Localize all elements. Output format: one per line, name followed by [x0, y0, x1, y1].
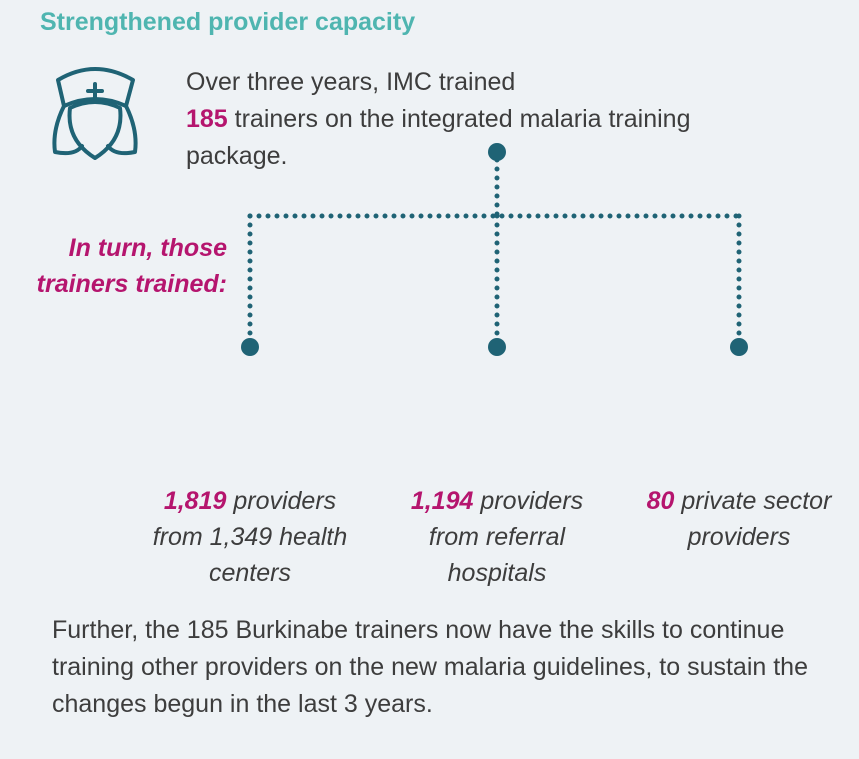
intro-text: Over three years, IMC trained 185 traine… [186, 64, 786, 175]
page-title: Strengthened provider capacity [40, 8, 416, 36]
nurse-icon [52, 67, 138, 160]
intro-before: Over three years, IMC trained [186, 68, 516, 96]
trainer-count: 185 [186, 105, 228, 133]
outcome-text: providers from 1,349 health centers [152, 487, 348, 587]
outcome-health-centers: 1,819 providers from 1,349 health center… [140, 483, 360, 591]
outcome-number: 1,819 [163, 487, 227, 515]
outcome-referral-hospitals: 1,194 providers from referral hospitals [387, 483, 607, 591]
intro-after: trainers on the integrated malaria train… [186, 105, 691, 170]
outcome-private-sector: 80 private sector providers [629, 483, 849, 555]
outcome-number: 80 [646, 487, 675, 515]
outcome-text: providers from referral hospitals [428, 487, 584, 587]
outcome-number: 1,194 [410, 487, 474, 515]
connector-lines [247, 157, 742, 343]
cascade-label: In turn, those trainers trained: [36, 234, 227, 298]
footer-text: Further, the 185 Burkinabe trainers now … [52, 616, 808, 718]
outcome-text: private sector providers [674, 487, 832, 551]
connector-nodes [241, 143, 748, 356]
